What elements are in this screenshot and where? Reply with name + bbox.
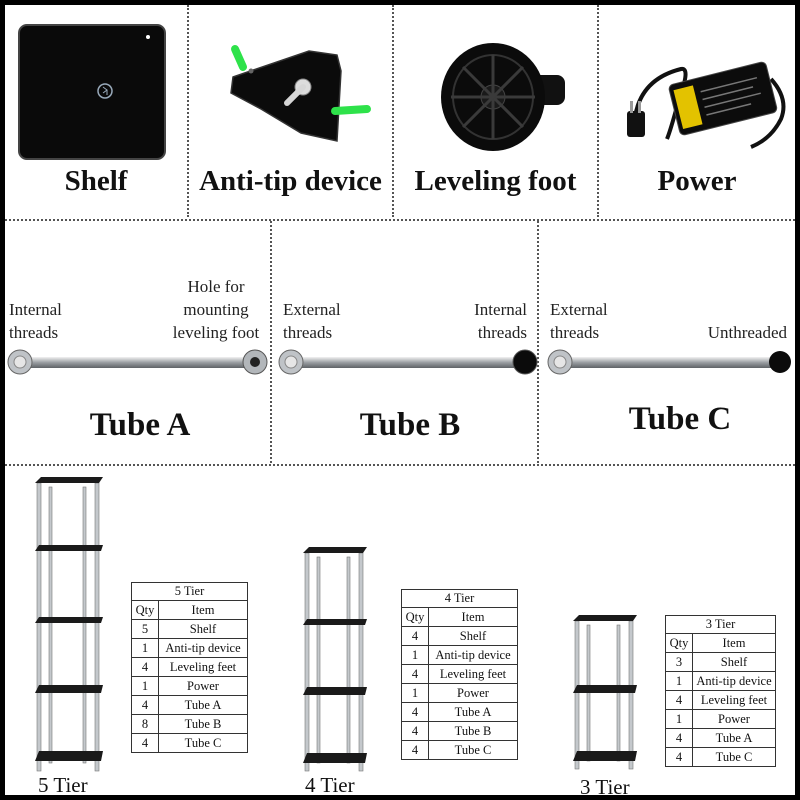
divider bbox=[5, 464, 795, 466]
shelf-unit-3-tier-image bbox=[573, 615, 637, 770]
tube-a-image bbox=[7, 349, 268, 375]
tube-a-right-note: Hole for mounting leveling foot bbox=[172, 277, 260, 342]
table-title: 5 Tier bbox=[131, 582, 248, 601]
shelf-unit-4-tier-image bbox=[303, 547, 367, 772]
part-label-anti-tip-device: Anti-tip device bbox=[199, 165, 382, 197]
column-header-qty: Qty bbox=[665, 633, 693, 653]
shelf-panel-icon bbox=[18, 24, 166, 160]
leveling-foot-icon bbox=[441, 43, 565, 151]
divider bbox=[392, 5, 394, 217]
divider bbox=[187, 5, 189, 217]
divider bbox=[270, 221, 272, 463]
tube-b-right-note: Internal threads bbox=[474, 300, 527, 342]
tier-label-4: 4 Tier bbox=[305, 773, 355, 795]
column-header-qty: Qty bbox=[401, 607, 429, 627]
part-label-leveling-foot: Leveling foot bbox=[414, 165, 577, 197]
tube-c-left-note: External threads bbox=[550, 300, 608, 342]
tube-a-left-note: Internal threads bbox=[9, 300, 62, 342]
tube-b-title: Tube B bbox=[359, 407, 461, 443]
column-header-qty: Qty bbox=[131, 600, 159, 620]
table-title: 3 Tier bbox=[665, 615, 776, 634]
tube-b-image bbox=[278, 349, 538, 375]
power-adapter-icon bbox=[627, 61, 786, 149]
product-sheet: Shelf Anti-tip device Leveling foot bbox=[5, 5, 795, 795]
divider bbox=[537, 221, 539, 463]
tier-label-5: 5 Tier bbox=[38, 773, 88, 795]
tube-a-title: Tube A bbox=[89, 407, 191, 443]
part-label-power: Power bbox=[657, 165, 737, 197]
tube-c-image bbox=[547, 349, 791, 375]
divider bbox=[597, 5, 599, 217]
divider bbox=[5, 219, 795, 221]
column-header-item: Item bbox=[428, 607, 518, 627]
tier-label-3: 3 Tier bbox=[580, 775, 630, 795]
column-header-item: Item bbox=[158, 600, 248, 620]
tube-c-title: Tube C bbox=[628, 401, 732, 437]
shelf-unit-5-tier-image bbox=[35, 477, 103, 772]
anti-tip-bracket-icon bbox=[230, 45, 371, 142]
column-header-item: Item bbox=[692, 633, 776, 653]
tube-b-left-note: External threads bbox=[283, 300, 341, 342]
table-title: 4 Tier bbox=[401, 589, 518, 608]
tube-c-right-note: Unthreaded bbox=[707, 323, 787, 342]
part-label-shelf: Shelf bbox=[64, 165, 128, 197]
